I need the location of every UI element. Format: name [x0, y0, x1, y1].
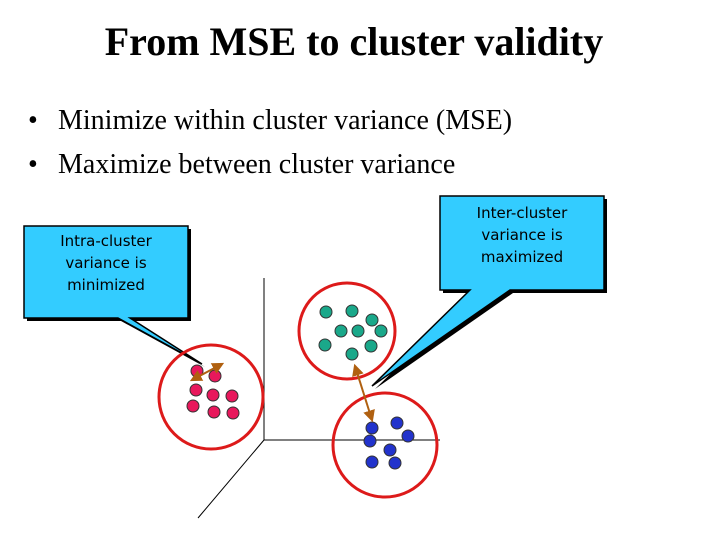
data-point: [365, 421, 379, 435]
data-point: [365, 455, 379, 469]
callout-line: variance is: [481, 226, 563, 244]
cluster-ring-b: [297, 281, 397, 381]
inter-arrow: [352, 363, 375, 423]
intra-arrow: [189, 362, 225, 382]
callout-line: minimized: [67, 276, 145, 294]
intra-callout-shape: [23, 225, 205, 367]
cluster-ring-a: [157, 343, 265, 451]
cluster-ring-c: [331, 391, 439, 499]
z-axis: [197, 439, 265, 519]
callout-line: variance is: [65, 254, 147, 272]
data-point: [390, 416, 404, 430]
data-point: [208, 369, 222, 383]
callout-line: Intra-cluster: [60, 232, 152, 250]
inter-callout-text: Inter-cluster variance is maximized: [440, 202, 604, 268]
data-point: [206, 388, 220, 402]
data-point: [363, 434, 377, 448]
data-point: [383, 443, 397, 457]
data-point: [388, 456, 402, 470]
intra-callout-text: Intra-cluster variance is minimized: [24, 230, 188, 296]
cluster-a-points: [186, 364, 240, 420]
data-point: [225, 389, 239, 403]
bullet-dot: •: [28, 149, 38, 180]
data-point: [334, 324, 348, 338]
data-point: [318, 338, 332, 352]
bullet-item: • Minimize within cluster variance (MSE): [28, 104, 512, 148]
bullet-list: •Minimize within cluster variance (MSE) …: [28, 104, 512, 192]
data-point: [364, 339, 378, 353]
data-point: [207, 405, 221, 419]
data-point: [226, 406, 240, 420]
data-point: [374, 324, 388, 338]
bullet-item: • Maximize between cluster variance: [28, 148, 512, 192]
cluster-b-points: [318, 304, 388, 361]
bullet-text: Minimize within cluster variance (MSE): [58, 105, 513, 136]
data-point: [345, 347, 359, 361]
data-point: [365, 313, 379, 327]
data-point: [186, 399, 200, 413]
cluster-c-points: [363, 416, 415, 470]
inter-callout-shape: [371, 195, 607, 389]
bullet-text: Maximize between cluster variance: [58, 149, 456, 180]
data-point: [345, 304, 359, 318]
callout-line: maximized: [480, 248, 564, 266]
data-point: [189, 383, 203, 397]
bullet-dot: •: [28, 105, 38, 136]
data-point: [351, 324, 365, 338]
callout-line: Inter-cluster: [476, 204, 568, 222]
data-point: [401, 429, 415, 443]
slide-title: From MSE to cluster validity: [104, 19, 604, 64]
data-point: [319, 305, 333, 319]
